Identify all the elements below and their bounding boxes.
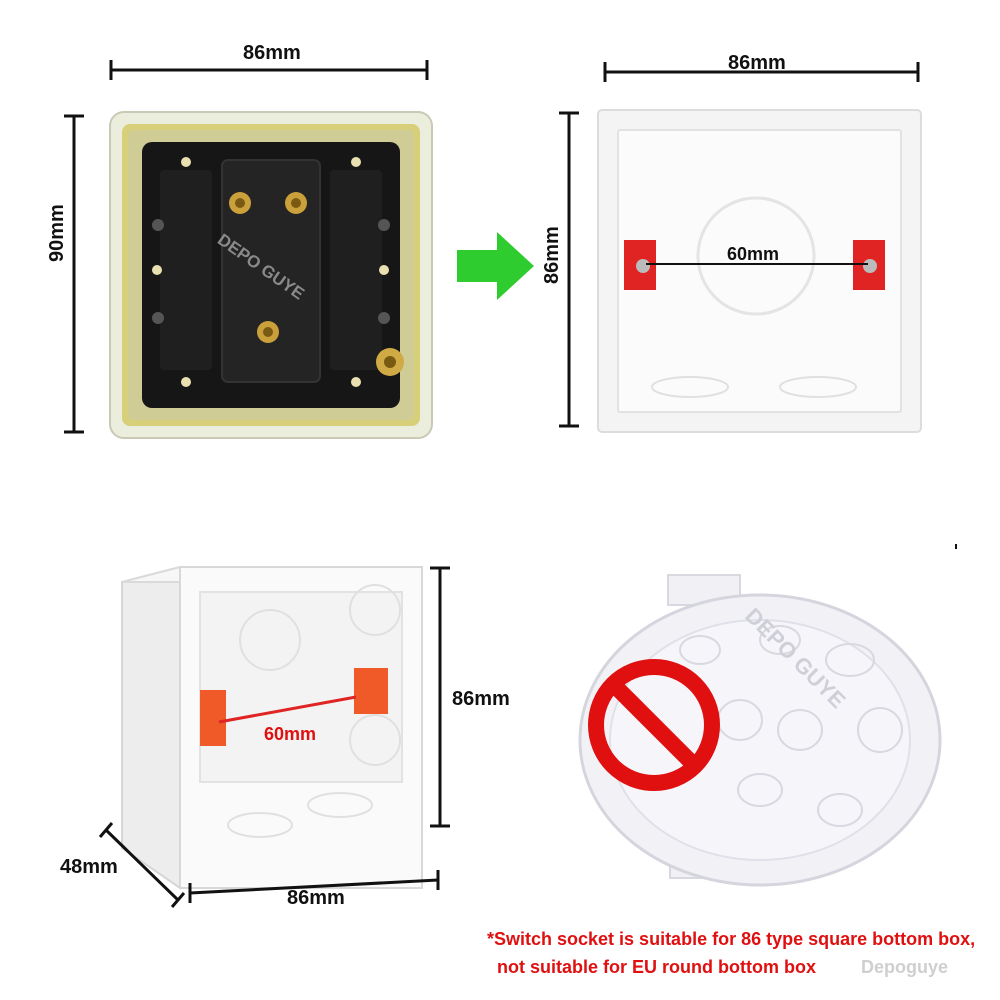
note-line-1: *Switch socket is suitable for 86 type s… (487, 929, 976, 949)
brand-watermark: Depoguye (861, 957, 949, 977)
prohibited-icon (588, 659, 720, 791)
round-box-image (578, 574, 942, 887)
top-left-width-label: 86mm (243, 42, 301, 64)
square-box-3d-image (98, 565, 450, 908)
square-box-front-image (559, 62, 922, 433)
bottom-left-height-label: 86mm (452, 688, 510, 710)
arrow-right-icon (457, 232, 534, 300)
top-right-height-label: 86mm (541, 226, 563, 284)
top-right-mount-label: 60mm (727, 244, 780, 264)
bottom-left-depth-label: 48mm (60, 856, 118, 878)
bottom-left-mount-label: 60mm (264, 724, 317, 744)
note-line-2: not suitable for EU round bottom box (497, 957, 816, 977)
bottom-left-width-label: 86mm (287, 887, 345, 909)
switch-back-image (64, 60, 433, 439)
top-right-width-label: 86mm (728, 52, 786, 74)
top-left-height-label: 90mm (46, 204, 68, 262)
